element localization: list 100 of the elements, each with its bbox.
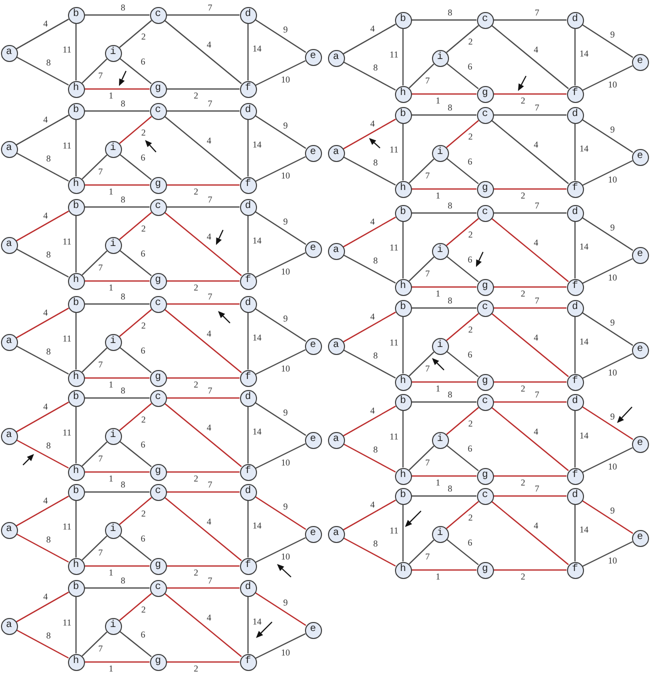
edge-weight: 4 — [206, 232, 212, 242]
graph-vertex: h — [394, 468, 412, 484]
graph-edge — [446, 313, 479, 341]
edge-weight: 4 — [532, 428, 540, 436]
edge-weight: 7 — [534, 390, 540, 400]
edge-weight: 8 — [372, 446, 379, 454]
graph-edge — [119, 346, 152, 374]
graph-vertex: d — [566, 12, 584, 28]
edge-weight: 1 — [108, 568, 114, 578]
graph-edge — [412, 475, 476, 477]
edge-weight: 6 — [466, 538, 474, 548]
graph-edge — [119, 250, 152, 276]
graph-vertex: c — [476, 300, 494, 316]
graph-edge — [84, 280, 150, 282]
edge-weight: 2 — [520, 572, 526, 582]
graph-vertex: h — [68, 370, 84, 386]
graph-vertex: h — [68, 654, 84, 670]
graph-edge — [412, 381, 476, 383]
graph-vertex: h — [394, 278, 412, 296]
graph-vertex: f — [240, 370, 256, 386]
graph-vertex: a — [0, 618, 18, 634]
graph-vertex: h — [394, 374, 412, 390]
edge-weight: 8 — [45, 154, 52, 164]
edge-weight: 11 — [388, 526, 400, 536]
graph-edge — [82, 58, 108, 84]
graph-edge — [412, 286, 476, 288]
edge-weight: 7 — [534, 484, 540, 494]
graph-edge — [82, 632, 108, 656]
graph-edge — [412, 188, 476, 190]
edge-weight: 7 — [534, 202, 540, 210]
graph-vertex: d — [566, 488, 584, 504]
graph-vertex: e — [304, 240, 322, 258]
graph-edge — [408, 540, 434, 564]
graph-vertex: i — [432, 242, 448, 260]
edge-weight: 8 — [120, 100, 126, 108]
graph-edge — [254, 115, 306, 149]
graph-edge — [582, 119, 634, 153]
graph-vertex: c — [150, 198, 166, 216]
graph-edge — [494, 93, 566, 95]
graph-vertex: c — [476, 204, 494, 222]
graph-vertex: i — [432, 526, 448, 542]
graph-vertex: h — [68, 558, 84, 574]
edge-weight: 2 — [520, 96, 526, 106]
edge-weight: 14 — [578, 242, 590, 252]
graph-vertex: i — [104, 618, 122, 634]
graph-edge — [255, 443, 306, 469]
edge-weight: 14 — [578, 338, 590, 346]
graph-edge — [75, 24, 77, 80]
graph-edge — [84, 88, 150, 90]
graph-edge — [254, 496, 306, 530]
graph-vertex: d — [566, 394, 584, 410]
graph-edge — [84, 303, 150, 305]
graph-vertex: e — [304, 622, 322, 638]
graph-edge — [16, 592, 69, 622]
graph-edge — [119, 497, 152, 525]
edge-weight: 4 — [532, 522, 540, 530]
edge-weight: 8 — [45, 536, 52, 544]
edge-weight: 14 — [252, 428, 262, 436]
graph-edge — [166, 303, 240, 305]
graph-vertex: d — [240, 102, 256, 120]
edge-weight: 9 — [609, 224, 616, 232]
graph-vertex: e — [304, 144, 322, 162]
graph-edge — [494, 286, 566, 288]
edge-weight: 1 — [434, 96, 442, 106]
graph-vertex: f — [240, 176, 256, 194]
edge-weight: 14 — [252, 522, 262, 530]
graph-edge — [446, 25, 479, 53]
graph-edge — [75, 120, 77, 176]
edge-weight: 1 — [108, 664, 114, 674]
graph-vertex: i — [104, 140, 122, 158]
edge-weight: 11 — [62, 46, 72, 54]
graph-vertex: b — [68, 296, 84, 312]
edge-weight: 4 — [532, 334, 540, 342]
graph-edge — [582, 217, 634, 251]
graph-vertex: e — [304, 48, 322, 66]
edge-weight: 8 — [120, 196, 126, 204]
graph-edge — [343, 350, 396, 378]
graph-vertex: g — [476, 278, 494, 296]
graph-vertex: h — [68, 464, 84, 480]
graph-edge — [412, 401, 476, 403]
graph-edge — [446, 158, 479, 184]
graph-edge — [412, 93, 476, 95]
edge-weight: 6 — [140, 630, 146, 640]
graph-vertex: h — [68, 272, 84, 290]
graph-edge — [166, 184, 240, 186]
graph-edge — [446, 218, 479, 246]
graph-edge — [582, 541, 633, 567]
edge-weight: 6 — [140, 440, 146, 450]
edge-weight: 6 — [140, 154, 146, 162]
edge-weight: 7 — [97, 454, 104, 464]
edge-weight: 4 — [369, 218, 376, 226]
edge-weight: 9 — [609, 30, 616, 40]
graph-edge — [574, 410, 576, 468]
graph-edge — [247, 216, 249, 272]
graph-vertex: b — [394, 106, 412, 124]
edge-weight: 11 — [388, 244, 400, 252]
edge-weight: 4 — [532, 140, 540, 150]
graph-edge — [247, 406, 249, 464]
graph-edge — [491, 406, 569, 472]
graph-edge — [574, 222, 576, 278]
